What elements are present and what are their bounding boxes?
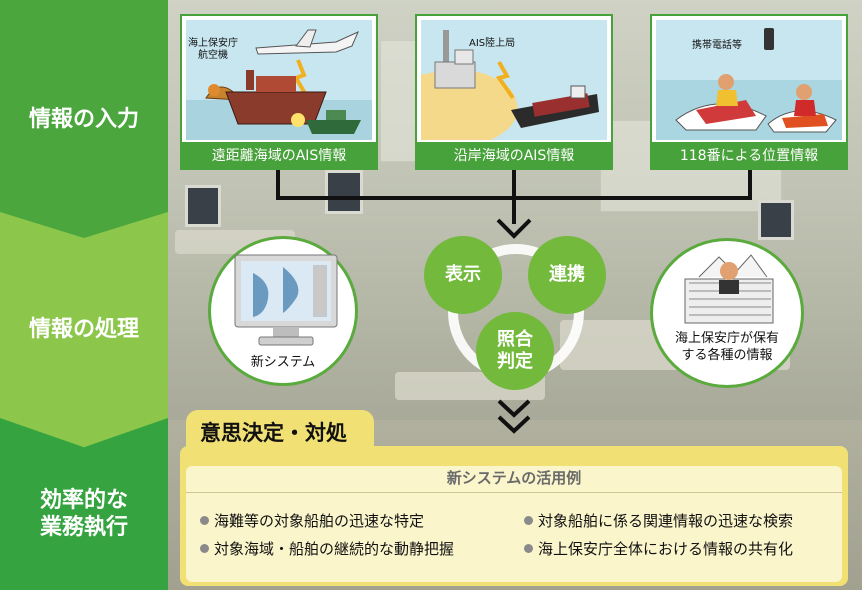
documents-pile-icon <box>684 254 774 324</box>
stage-execution-label-line2: 業務執行 <box>39 515 128 540</box>
office-monitor <box>185 185 221 227</box>
aircraft-tag-line1: 海上保安庁 <box>188 38 238 49</box>
input-card-aircraft: 海上保安庁 航空機 遠距離海域のAIS情報 <box>180 14 378 170</box>
usage-item-text: 海上保安庁全体における情報の共有化 <box>538 540 794 558</box>
usage-item: 対象船舶に係る関連情報の迅速な検索 <box>524 510 793 531</box>
display-label: 表示 <box>445 264 481 286</box>
bullet-icon <box>200 516 209 525</box>
connector-line <box>512 196 516 224</box>
usage-item: 海上保安庁全体における情報の共有化 <box>524 538 793 559</box>
match-label-line1: 照合 <box>497 329 533 351</box>
decision-title: 意思決定・対処 <box>186 410 374 454</box>
input-card-mobile: 携帯電話等 118番による位置情報 <box>650 14 848 170</box>
input-caption-coastal: 沿岸海域のAIS情報 <box>417 142 611 168</box>
input-caption-far-sea: 遠距離海域のAIS情報 <box>182 142 376 168</box>
link-node: 連携 <box>528 236 606 314</box>
usage-item-text: 対象船舶に係る関連情報の迅速な検索 <box>538 512 794 530</box>
bullet-icon <box>524 544 533 553</box>
office-monitor <box>758 200 794 240</box>
mobile-phone-icon <box>656 20 842 140</box>
monitor-icon <box>234 254 338 346</box>
down-arrow-icon <box>496 218 532 239</box>
usage-item: 対象海域・船舶の継続的な動静把握 <box>200 538 454 559</box>
usage-title: 新システムの活用例 <box>446 469 582 487</box>
stage-processing: 情報の処理 <box>0 212 168 448</box>
ais-station-icon <box>421 20 607 140</box>
input-card-ais-station: AIS陸上局 沿岸海域のAIS情報 <box>415 14 613 170</box>
connector-line <box>276 170 280 198</box>
aircraft-tag-line2: 航空機 <box>198 49 228 61</box>
stage-execution-label-line1: 効率的な <box>39 487 128 513</box>
usage-panel <box>186 466 842 582</box>
usage-divider <box>186 492 842 493</box>
stage-processing-label: 情報の処理 <box>28 317 139 343</box>
ais-station-tag: AIS陸上局 <box>469 38 516 49</box>
bullet-icon <box>524 516 533 525</box>
new-system-label: 新システム <box>250 355 316 370</box>
stage-input: 情報の入力 <box>0 0 168 240</box>
link-label: 連携 <box>549 264 585 286</box>
office-monitor <box>325 170 363 214</box>
display-node: 表示 <box>424 236 502 314</box>
input-caption-118: 118番による位置情報 <box>652 142 846 168</box>
stage-input-label: 情報の入力 <box>28 107 139 133</box>
match-label-line2: 判定 <box>497 351 533 372</box>
connector-line <box>512 170 516 198</box>
match-node: 照合 判定 <box>476 312 554 390</box>
mobile-tag: 携帯電話等 <box>692 40 742 51</box>
new-system-node: 新システム <box>208 236 358 386</box>
usage-item-text: 対象海域・船舶の継続的な動静把握 <box>214 540 455 558</box>
aircraft-ship-icon <box>186 20 372 140</box>
usage-item-text: 海難等の対象船舶の迅速な特定 <box>214 512 425 530</box>
usage-item: 海難等の対象船舶の迅速な特定 <box>200 510 424 531</box>
jcg-info-node: 海上保安庁が保有 する各種の情報 <box>650 238 804 388</box>
bullet-icon <box>200 544 209 553</box>
jcg-info-label-line1: 海上保安庁が保有 <box>674 331 779 346</box>
connector-line <box>748 170 752 198</box>
jcg-info-label-line2: する各種の情報 <box>681 347 773 363</box>
double-chevron-down-icon <box>497 399 531 434</box>
